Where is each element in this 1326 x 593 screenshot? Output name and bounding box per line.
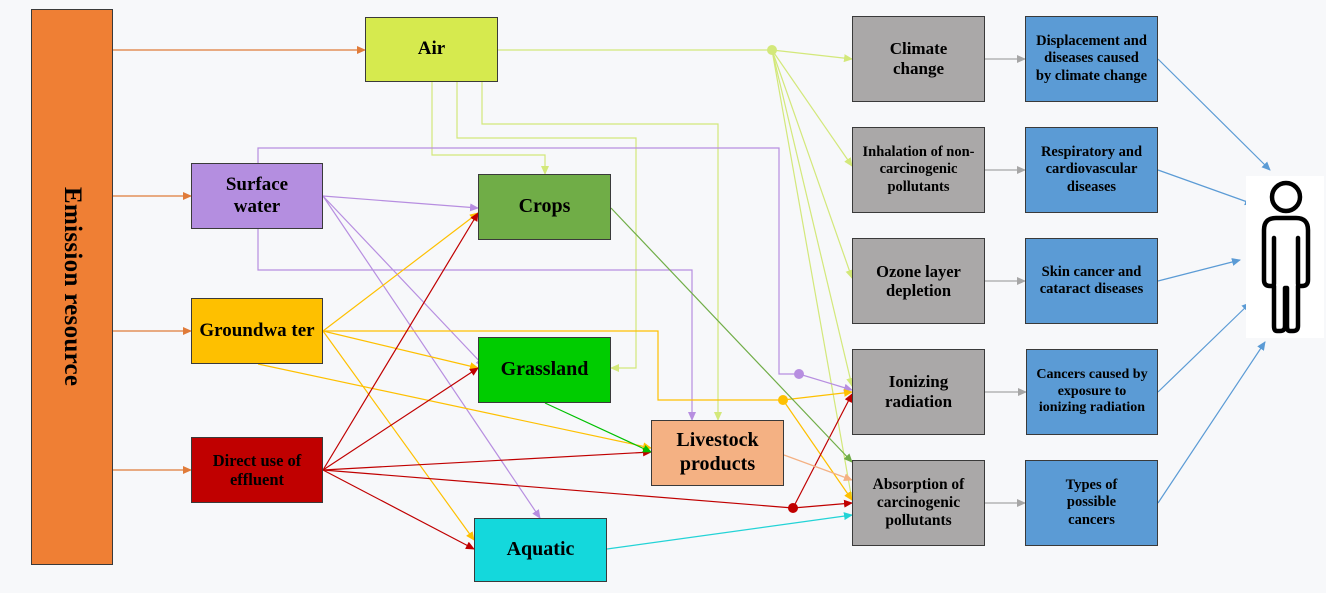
ionizing-radiation-box: Ionizing radiation	[852, 349, 985, 435]
ozone-depletion-box: Ozone layer depletion	[852, 238, 985, 324]
crops-box: Crops	[478, 174, 611, 240]
skin-cancer-box: Skin cancer and cataract diseases	[1025, 238, 1158, 324]
direct-use-box: Direct use of effluent	[191, 437, 323, 503]
groundwater-label: Groundwa ter	[199, 319, 315, 341]
air-label: Air	[417, 38, 446, 60]
receptor-arrows	[544, 207, 853, 550]
aquatic-box: Aquatic	[474, 518, 607, 582]
junction-dots	[767, 45, 804, 513]
ionizing-radiation-label: Ionizing radiation	[884, 371, 953, 411]
climate-change-label: Climate change	[889, 38, 948, 78]
emission-arrows	[113, 46, 366, 474]
displacement-label: Displacement and diseases caused by clim…	[1035, 33, 1148, 84]
livestock-label: Livestock products	[676, 429, 759, 475]
air-arrows	[431, 49, 855, 501]
surface-water-label: Surface water	[225, 173, 289, 217]
groundwater-arrows	[257, 212, 853, 541]
grassland-label: Grassland	[500, 358, 589, 381]
skin-cancer-label: Skin cancer and cataract diseases	[1039, 263, 1144, 297]
aquatic-label: Aquatic	[506, 538, 575, 561]
grassland-box: Grassland	[478, 337, 611, 403]
direct-use-label: Direct use of effluent	[212, 450, 302, 489]
displacement-box: Displacement and diseases caused by clim…	[1025, 16, 1158, 102]
ionizing-cancers-box: Cancers caused by exposure to ionizing r…	[1026, 349, 1158, 435]
livestock-box: Livestock products	[651, 420, 784, 486]
surface-water-box: Surface water	[191, 163, 323, 229]
groundwater-box: Groundwa ter	[191, 298, 323, 364]
inhalation-box: Inhalation of non-carcinogenic pollutant…	[852, 127, 985, 213]
inhalation-label: Inhalation of non-carcinogenic pollutant…	[862, 144, 975, 195]
emission-resource-box: Emission resource	[31, 9, 113, 565]
possible-cancers-label: Types of possible cancers	[1065, 477, 1118, 528]
respiratory-box: Respiratory and cardiovascular diseases	[1025, 127, 1158, 213]
climate-change-box: Climate change	[852, 16, 985, 102]
possible-cancers-box: Types of possible cancers	[1025, 460, 1158, 546]
respiratory-label: Respiratory and cardiovascular diseases	[1040, 144, 1143, 195]
disease-human-arrows	[1157, 58, 1271, 504]
ionizing-cancers-label: Cancers caused by exposure to ionizing r…	[1036, 367, 1148, 416]
effect-disease-arrows	[985, 55, 1027, 507]
absorption-label: Absorption of carcinogenic pollutants	[872, 475, 965, 530]
person-icon	[1246, 176, 1324, 338]
direct-use-arrows	[322, 212, 853, 550]
emission-resource-label: Emission resource	[58, 187, 86, 387]
absorption-box: Absorption of carcinogenic pollutants	[852, 460, 985, 546]
air-box: Air	[365, 17, 498, 82]
ozone-depletion-label: Ozone layer depletion	[876, 261, 961, 300]
crops-label: Crops	[518, 195, 571, 218]
